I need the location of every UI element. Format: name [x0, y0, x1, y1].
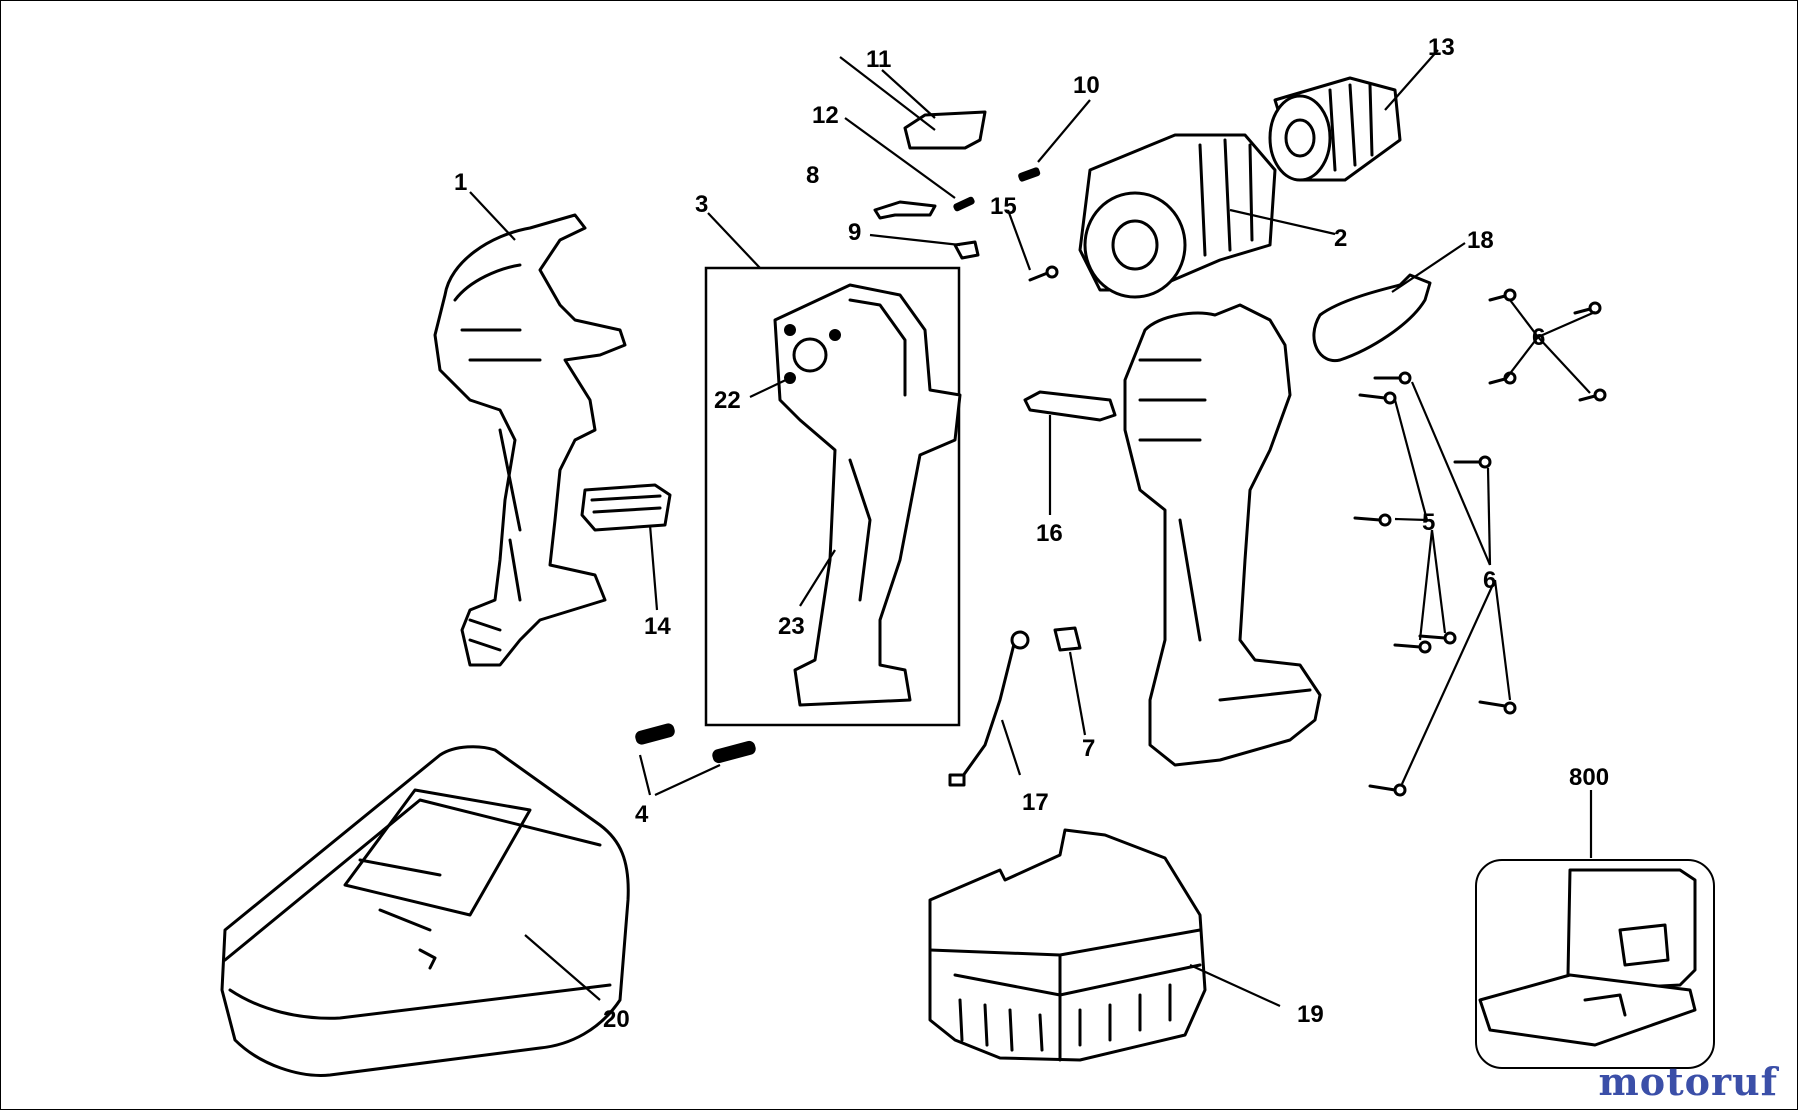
callout-1: 1 — [454, 169, 467, 196]
part-small-hardware — [873, 110, 1059, 282]
callout-3: 3 — [695, 191, 708, 218]
part-left-housing — [433, 213, 627, 667]
callout-23: 23 — [778, 613, 805, 640]
callout-labels: 1 2 3 4 5 6 6 7 8 9 10 11 12 13 14 15 16… — [454, 34, 1609, 1033]
callout-6-upper: 6 — [1532, 324, 1545, 351]
part-carry-case — [1475, 859, 1715, 1069]
callout-20: 20 — [603, 1006, 630, 1033]
callout-19: 19 — [1297, 1001, 1324, 1028]
callout-15: 15 — [990, 193, 1017, 220]
part-battery — [928, 828, 1207, 1062]
callout-13: 13 — [1428, 34, 1455, 61]
callout-16: 16 — [1036, 520, 1063, 547]
part-led-wire — [948, 626, 1082, 787]
part-chuck — [1268, 76, 1402, 182]
part-pins — [635, 723, 756, 764]
part-right-housing-assembled — [1123, 303, 1322, 767]
callout-4: 4 — [635, 801, 649, 828]
callout-5: 5 — [1422, 509, 1435, 536]
callout-11: 11 — [866, 46, 891, 73]
callout-6-lower: 6 — [1483, 567, 1496, 594]
callout-9: 9 — [848, 219, 861, 246]
part-screws — [1353, 288, 1607, 797]
callout-7: 7 — [1082, 735, 1095, 762]
part-gearbox — [1078, 133, 1277, 299]
part-label — [1312, 273, 1432, 363]
part-belt-clip — [580, 483, 672, 532]
callout-12: 12 — [812, 102, 839, 129]
callout-17: 17 — [1022, 789, 1049, 816]
callout-10: 10 — [1073, 72, 1100, 99]
watermark-text: motoruf — [1598, 1059, 1778, 1104]
callout-8: 8 — [806, 162, 819, 189]
leader-lines — [469, 49, 1596, 1008]
site-watermark: motoruf — [1599, 1059, 1778, 1104]
part-motor-switch-assembly — [704, 266, 962, 727]
callout-18: 18 — [1467, 227, 1494, 254]
callout-2: 2 — [1334, 225, 1347, 252]
part-actuator — [1023, 390, 1117, 422]
callout-22: 22 — [714, 387, 741, 414]
callout-800: 800 — [1569, 764, 1609, 791]
callout-14: 14 — [644, 613, 671, 640]
part-charger — [220, 745, 630, 1077]
